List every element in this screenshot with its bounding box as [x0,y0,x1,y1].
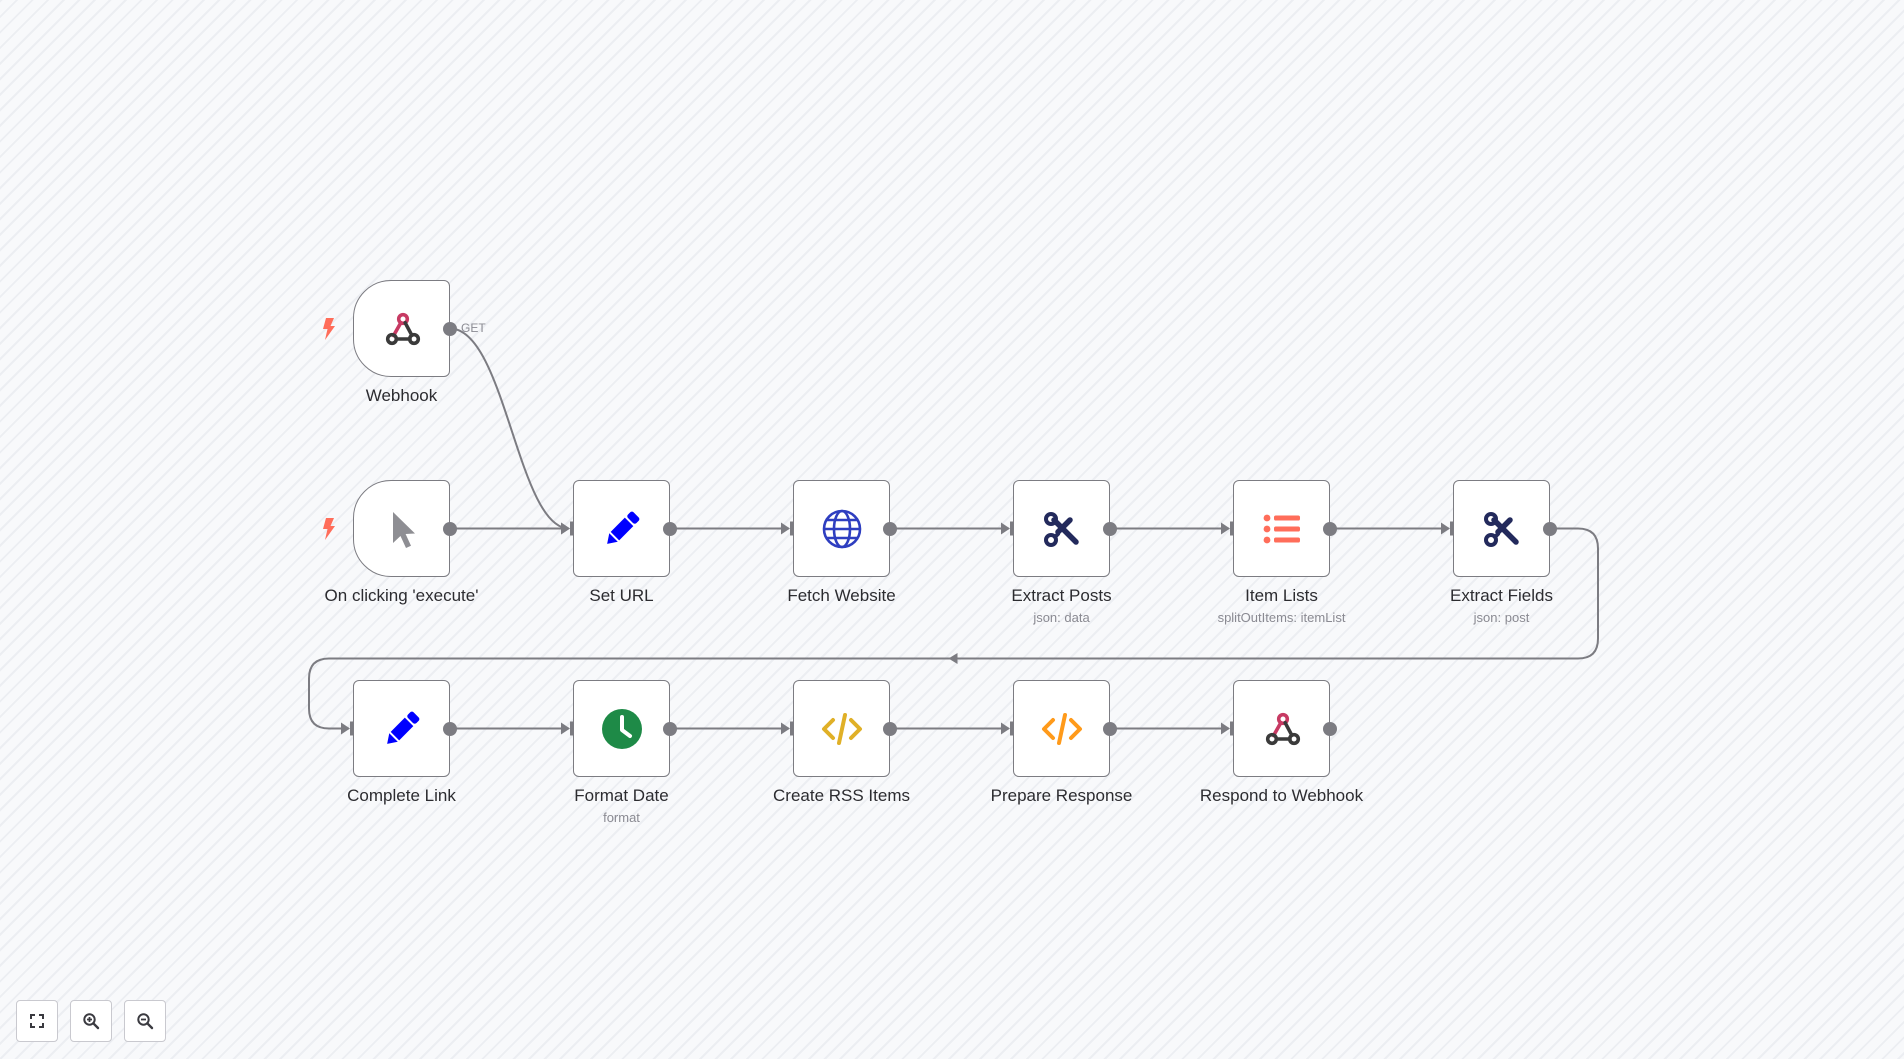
node-label: Extract Posts [1011,586,1112,605]
node-complete-link[interactable] [353,680,450,777]
input-handle[interactable] [1450,521,1454,536]
zoom-controls [16,1000,166,1042]
input-handle[interactable] [570,521,574,536]
output-handle[interactable] [883,521,897,536]
node-respond[interactable] [1233,680,1330,777]
output-handle[interactable] [443,721,457,736]
fit-view-icon [30,1014,44,1028]
edge-arrowhead [1441,522,1450,535]
clock-icon [601,708,642,749]
input-handle[interactable] [350,721,354,736]
code-icon [821,712,862,745]
node-sublabel: format [603,810,640,825]
node-label: Fetch Website [787,586,896,605]
zoom-in-icon [83,1013,100,1030]
node-label: Set URL [589,586,654,605]
edge-arrowhead [1001,522,1010,535]
node-label: Complete Link [347,786,456,805]
node-extract-fields[interactable] [1453,480,1550,577]
cursor-icon [392,511,415,548]
pencil-icon [606,511,639,544]
input-handle[interactable] [1010,721,1014,736]
edge-label: GET [461,320,486,335]
edge-arrowhead [1001,722,1010,735]
webhook-icon [1265,712,1300,745]
edge-arrowhead [561,522,570,535]
edge-arrowhead [561,722,570,735]
node-label: Respond to Webhook [1199,786,1364,805]
node-label: On clicking 'execute' [324,586,479,605]
html-extract-icon [1043,511,1079,547]
node-label: Extract Fields [1450,586,1553,605]
output-handle[interactable] [1323,721,1337,736]
node-label: Format Date [574,786,669,805]
edge-arrowhead [341,722,350,735]
output-handle[interactable] [1103,521,1117,536]
node-create-rss[interactable] [793,680,890,777]
edge-arrowhead [781,722,790,735]
input-handle[interactable] [1230,721,1234,736]
node-manual[interactable] [353,480,450,577]
node-format-date[interactable] [573,680,670,777]
input-handle[interactable] [570,721,574,736]
pencil-icon [386,711,419,744]
code-icon [1041,712,1082,745]
output-handle[interactable] [443,521,457,536]
connection-extract_fields-to-complete_link[interactable] [308,527,1599,730]
list-icon [1263,514,1300,543]
node-label: Item Lists [1245,586,1318,605]
edge-arrowhead [1221,722,1230,735]
connection-webhook-to-set_url[interactable] [449,327,570,530]
trigger-bolt-icon [323,517,335,540]
globe-icon [822,509,861,548]
edge-arrowhead [781,522,790,535]
node-prepare-response[interactable] [1013,680,1110,777]
node-webhook[interactable] [353,280,450,377]
output-handle[interactable] [883,721,897,736]
output-handle[interactable] [1543,521,1557,536]
node-label: Create RSS Items [773,786,910,805]
edge-arrowhead [1221,522,1230,535]
output-handle[interactable] [1103,721,1117,736]
node-label: Prepare Response [990,786,1133,805]
zoom-out-icon [137,1013,154,1030]
node-sublabel: json: data [1033,610,1090,625]
node-sublabel: json: post [1473,610,1530,625]
zoom-in-button[interactable] [70,1000,112,1042]
webhook-icon [385,312,420,345]
node-extract-posts[interactable] [1013,480,1110,577]
output-handle[interactable] [663,721,677,736]
node-sublabel: splitOutItems: itemList [1217,610,1346,625]
input-handle[interactable] [1230,521,1234,536]
node-set-url[interactable] [573,480,670,577]
input-handle[interactable] [790,521,794,536]
fit-view-button[interactable] [16,1000,58,1042]
trigger-bolt-icon [323,317,335,340]
input-handle[interactable] [790,721,794,736]
output-handle[interactable] [443,321,457,336]
node-item-lists[interactable] [1233,480,1330,577]
zoom-out-button[interactable] [124,1000,166,1042]
output-handle[interactable] [1323,521,1337,536]
html-extract-icon [1483,511,1519,547]
input-handle[interactable] [1010,521,1014,536]
node-fetch[interactable] [793,480,890,577]
output-handle[interactable] [663,521,677,536]
node-label: Webhook [365,386,438,405]
